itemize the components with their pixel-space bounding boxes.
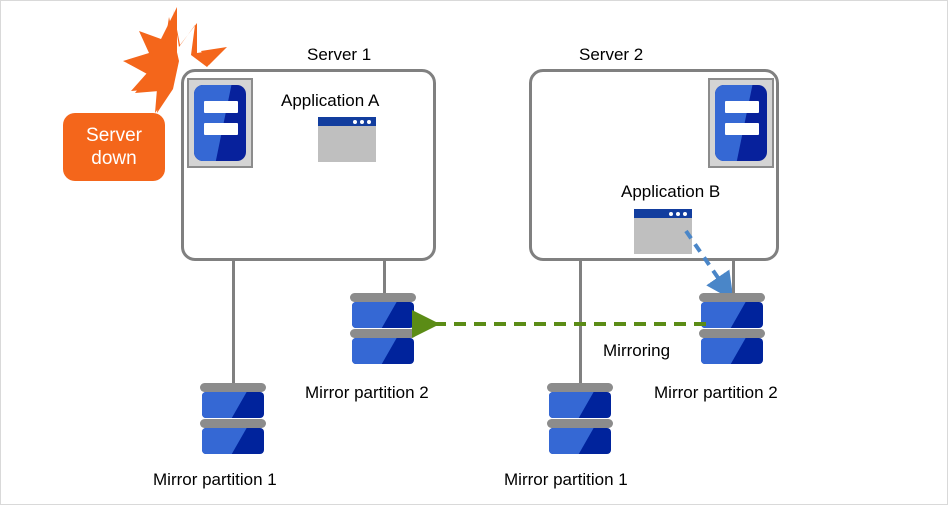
status-badge-line2: down bbox=[91, 148, 137, 169]
server1-disk1-connector bbox=[232, 259, 235, 387]
server1-mirror-partition-2-label: Mirror partition 2 bbox=[305, 383, 429, 402]
server2-mirror-partition-2-icon bbox=[699, 293, 765, 365]
server2-title: Server 2 bbox=[579, 45, 644, 64]
server2-unit-icon bbox=[708, 78, 774, 168]
server1-title: Server 1 bbox=[307, 45, 372, 64]
server2-mirror-partition-1-label: Mirror partition 1 bbox=[504, 470, 628, 489]
server2-app-window-icon bbox=[634, 209, 692, 254]
burst-icon bbox=[109, 3, 239, 123]
status-badge: Server down bbox=[63, 113, 165, 181]
io-arrow-icon bbox=[681, 226, 761, 306]
server1-mirror-partition-1-label: Mirror partition 1 bbox=[153, 470, 277, 489]
server1-mirror-partition-2-icon bbox=[350, 293, 416, 365]
server2-mirror-partition-2-label: Mirror partition 2 bbox=[654, 383, 778, 402]
server2-app-label: Application B bbox=[621, 182, 721, 201]
server1-disk2-connector bbox=[383, 259, 386, 297]
mirroring-arrow-icon bbox=[412, 310, 708, 338]
server1-app-window-icon bbox=[318, 117, 376, 162]
server1-enclosure bbox=[181, 69, 436, 261]
status-badge-line1: Server bbox=[86, 125, 142, 146]
mirroring-label: Mirroring bbox=[603, 341, 671, 360]
server1-app-label: Application A bbox=[281, 91, 380, 110]
server1-unit-icon bbox=[187, 78, 253, 168]
server2-mirror-partition-1-icon bbox=[547, 383, 613, 455]
server2-enclosure bbox=[529, 69, 779, 261]
server1-mirror-partition-1-icon bbox=[200, 383, 266, 455]
server2-disk2-connector bbox=[732, 259, 735, 297]
